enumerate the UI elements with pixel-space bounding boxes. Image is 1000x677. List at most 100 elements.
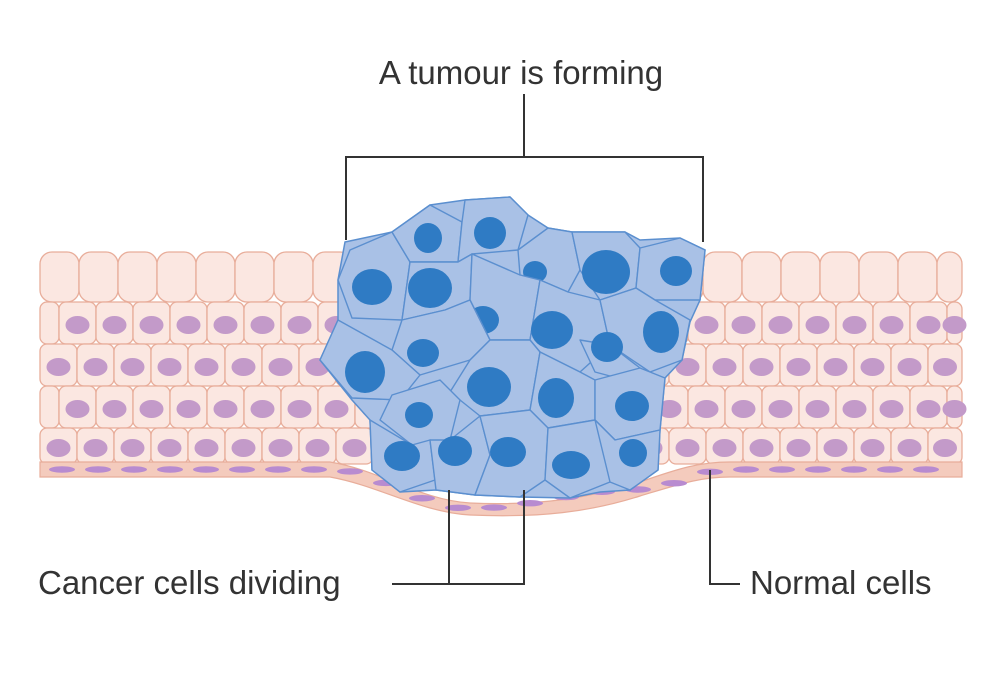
- basal-nucleus: [481, 504, 507, 511]
- basal-nucleus: [193, 466, 219, 473]
- normal-nucleus: [287, 316, 312, 334]
- normal-nucleus: [120, 358, 145, 376]
- normal-nucleus: [213, 400, 238, 418]
- normal-nucleus: [250, 316, 275, 334]
- normal-nucleus: [933, 439, 957, 457]
- basal-nucleus: [913, 466, 939, 473]
- normal-nucleus: [139, 316, 164, 334]
- cancer-nucleus: [407, 339, 439, 367]
- basement-membrane: [39, 461, 963, 517]
- leader-lines: [345, 94, 740, 585]
- normal-nucleus: [897, 439, 922, 457]
- cancer-nucleus: [615, 391, 649, 421]
- normal-nucleus: [916, 316, 941, 334]
- normal-cells-label: Normal cells: [750, 564, 932, 601]
- normal-nucleus: [65, 400, 90, 418]
- normal-nucleus: [213, 316, 238, 334]
- normal-nucleus: [83, 358, 108, 376]
- basal-nucleus: [661, 480, 687, 487]
- normal-nucleus: [879, 316, 904, 334]
- cancer-nucleus: [438, 436, 472, 466]
- basal-nucleus: [49, 466, 75, 473]
- cancer-nucleus: [582, 250, 630, 294]
- normal-nucleus: [268, 439, 293, 457]
- normal-nucleus: [731, 316, 756, 334]
- normal-nucleus: [102, 316, 127, 334]
- cancer-nucleus: [538, 378, 574, 418]
- normal-cell: [780, 251, 821, 303]
- cancer-nucleus: [619, 439, 647, 467]
- normal-nucleus: [942, 400, 967, 418]
- basal-nucleus: [121, 466, 147, 473]
- normal-nucleus: [675, 439, 700, 457]
- basal-nucleus: [337, 468, 363, 475]
- normal-cell: [39, 251, 80, 303]
- normal-nucleus: [786, 439, 811, 457]
- cancer-nucleus: [531, 311, 573, 349]
- basal-nucleus: [157, 466, 183, 473]
- basal-nucleus: [733, 466, 759, 473]
- cancer-nucleus: [474, 217, 506, 249]
- normal-cell: [39, 385, 60, 429]
- normal-nucleus: [768, 316, 793, 334]
- normal-nucleus: [897, 358, 922, 376]
- cancer-nucleus: [660, 256, 692, 286]
- normal-cell: [897, 251, 938, 303]
- normal-nucleus: [675, 358, 700, 376]
- cancer-nucleus: [490, 437, 526, 467]
- cancer-cells-label: Cancer cells dividing: [38, 564, 341, 601]
- basal-nucleus: [841, 466, 867, 473]
- basal-nucleus: [769, 466, 795, 473]
- normal-cell: [741, 251, 782, 303]
- normal-nucleus: [916, 400, 941, 418]
- normal-nucleus: [176, 316, 201, 334]
- basal-nucleus: [265, 466, 291, 473]
- normal-nucleus: [194, 358, 219, 376]
- normal-nucleus: [46, 439, 71, 457]
- normal-nucleus: [194, 439, 219, 457]
- normal-nucleus: [694, 400, 719, 418]
- normal-nucleus: [694, 316, 719, 334]
- normal-nucleus: [731, 400, 756, 418]
- basal-nucleus: [517, 500, 543, 507]
- normal-nucleus: [749, 439, 774, 457]
- basal-nucleus: [805, 466, 831, 473]
- normal-nucleus: [46, 358, 71, 376]
- normal-nucleus: [712, 358, 737, 376]
- normal-cell: [234, 251, 275, 303]
- basal-nucleus: [409, 495, 435, 502]
- cancer-nucleus: [414, 223, 442, 253]
- normal-nucleus: [749, 358, 774, 376]
- normal-nucleus: [860, 439, 885, 457]
- normal-cell: [936, 251, 963, 303]
- normal-cell: [858, 251, 899, 303]
- normal-nucleus: [712, 439, 737, 457]
- normal-leader: [709, 470, 740, 585]
- normal-nucleus: [305, 439, 330, 457]
- normal-cell: [78, 251, 119, 303]
- normal-cell: [39, 301, 60, 345]
- normal-nucleus: [823, 439, 848, 457]
- normal-nucleus: [157, 358, 182, 376]
- tumour-label: A tumour is forming: [378, 54, 664, 91]
- normal-nucleus: [805, 400, 830, 418]
- normal-nucleus: [139, 400, 164, 418]
- cancer-nucleus: [384, 441, 420, 471]
- cancer-nucleus: [345, 351, 385, 393]
- normal-nucleus: [879, 400, 904, 418]
- tumour-mass: [319, 196, 706, 499]
- cancer-nucleus: [405, 402, 433, 428]
- cancer-nucleus: [643, 311, 679, 353]
- basal-nucleus: [445, 504, 471, 511]
- normal-nucleus: [768, 400, 793, 418]
- normal-nucleus: [176, 400, 201, 418]
- normal-nucleus: [83, 439, 108, 457]
- cancer-nucleus: [408, 268, 452, 308]
- basal-strip: [39, 461, 963, 517]
- normal-cell: [819, 251, 860, 303]
- normal-nucleus: [933, 358, 957, 376]
- normal-cell: [195, 251, 236, 303]
- normal-nucleus: [287, 400, 312, 418]
- normal-cell: [117, 251, 158, 303]
